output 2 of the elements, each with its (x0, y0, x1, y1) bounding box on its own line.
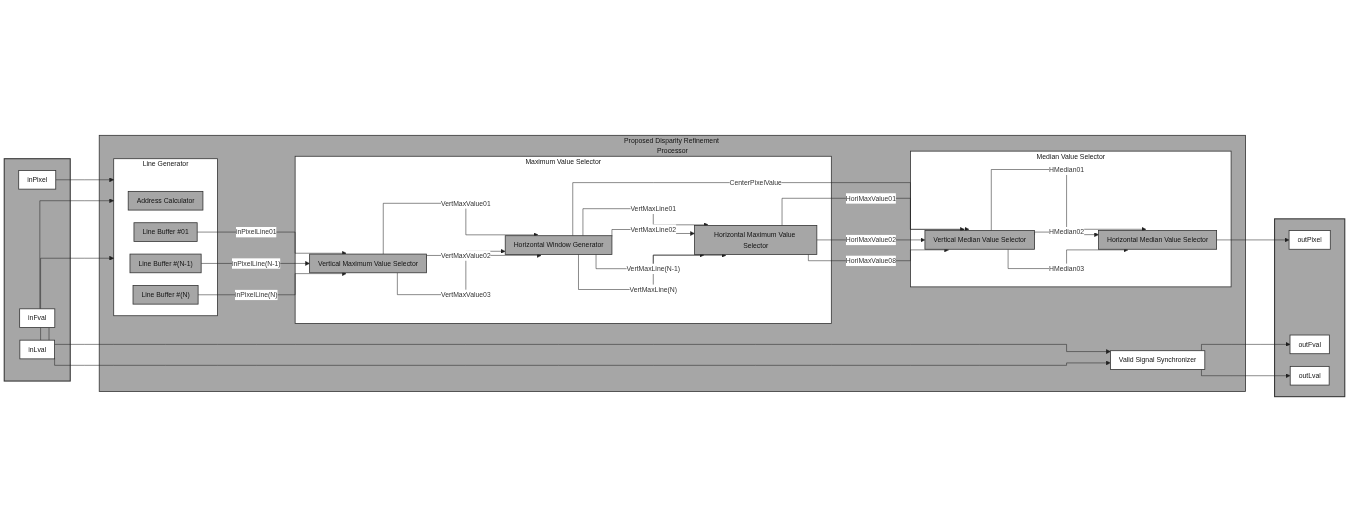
cluster (1274, 218, 1346, 398)
cluster (3, 158, 71, 382)
